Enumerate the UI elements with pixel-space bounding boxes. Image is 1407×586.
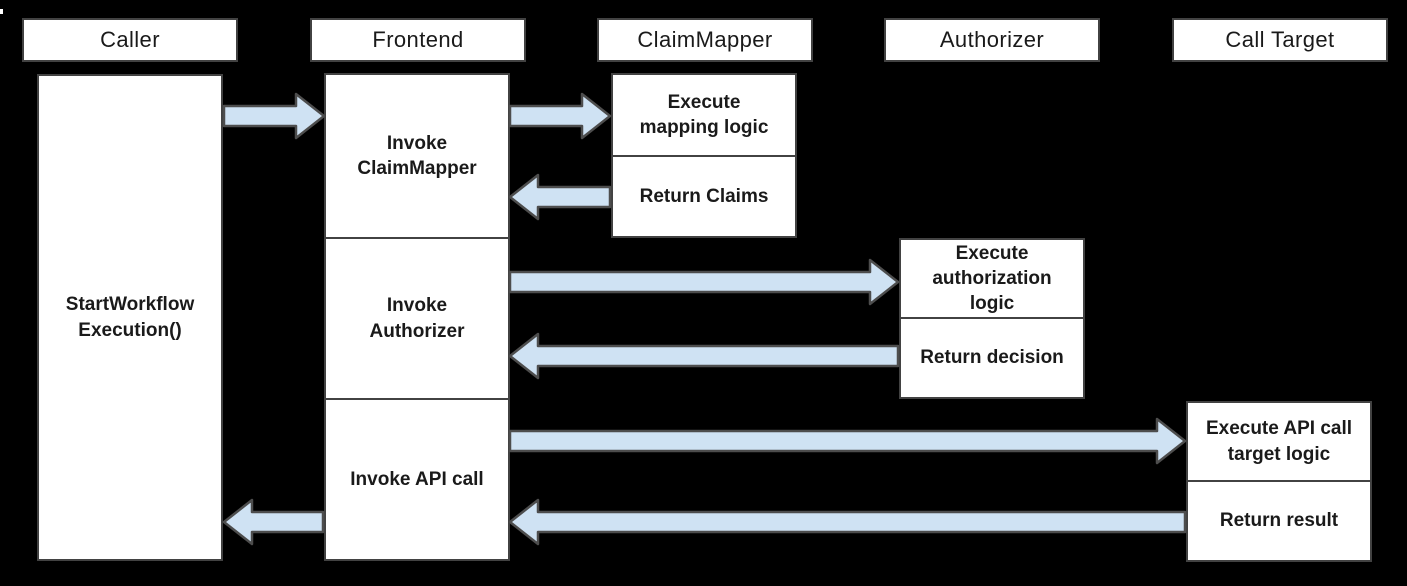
lifeline-header-authorizer: Authorizer [884,18,1100,62]
activation-calltarget: Execute API call target logic Return res… [1186,401,1372,562]
activation-caller: StartWorkflow Execution() [37,74,223,561]
arrow-calltarget-return-to-frontend [508,498,1187,546]
lifeline-header-frontend: Frontend [310,18,526,62]
lifeline-header-caller: Caller [22,18,238,62]
step-return-decision: Return decision [901,317,1083,397]
lifeline-header-calltarget: Call Target [1172,18,1388,62]
step-execute-authorization-logic: Execute authorization logic [932,242,1052,315]
lifeline-label: ClaimMapper [637,27,773,52]
step-startworkflow-execution: StartWorkflow Execution() [65,294,195,341]
lifeline-label: Authorizer [939,27,1045,52]
activation-frontend: Invoke ClaimMapper Invoke Authorizer Inv… [324,73,510,561]
activation-claimmapper: Execute mapping logic Return Claims [611,73,797,238]
lifeline-header-claimmapper: ClaimMapper [597,18,813,62]
arrow-frontend-to-calltarget [508,417,1187,465]
step-invoke-api-call: Invoke API call [326,398,508,559]
arrow-frontend-to-claimmapper [508,92,612,140]
step-return-result: Return result [1188,480,1370,560]
lifeline-label: Call Target [1225,27,1335,52]
activation-authorizer: Execute authorization logic Return decis… [899,238,1085,399]
step-return-claims: Return Claims [613,155,795,236]
arrow-frontend-to-authorizer [508,258,900,306]
step-execute-api-call-target-logic: Execute API call target logic [1205,418,1353,465]
step-invoke-authorizer: Invoke Authorizer [326,237,508,398]
step-invoke-claimmapper: Invoke ClaimMapper [357,132,477,179]
lifeline-label: Frontend [372,27,464,52]
step-execute-mapping-logic: Execute mapping logic [639,91,769,138]
arrow-claimmapper-return-to-frontend [508,173,612,221]
lifeline-label: Caller [100,27,160,52]
arrow-authorizer-return-to-frontend [508,332,900,380]
arrow-caller-to-frontend [222,92,326,140]
arrow-frontend-return-to-caller [222,498,325,546]
screen-edge-artifact [0,9,3,14]
